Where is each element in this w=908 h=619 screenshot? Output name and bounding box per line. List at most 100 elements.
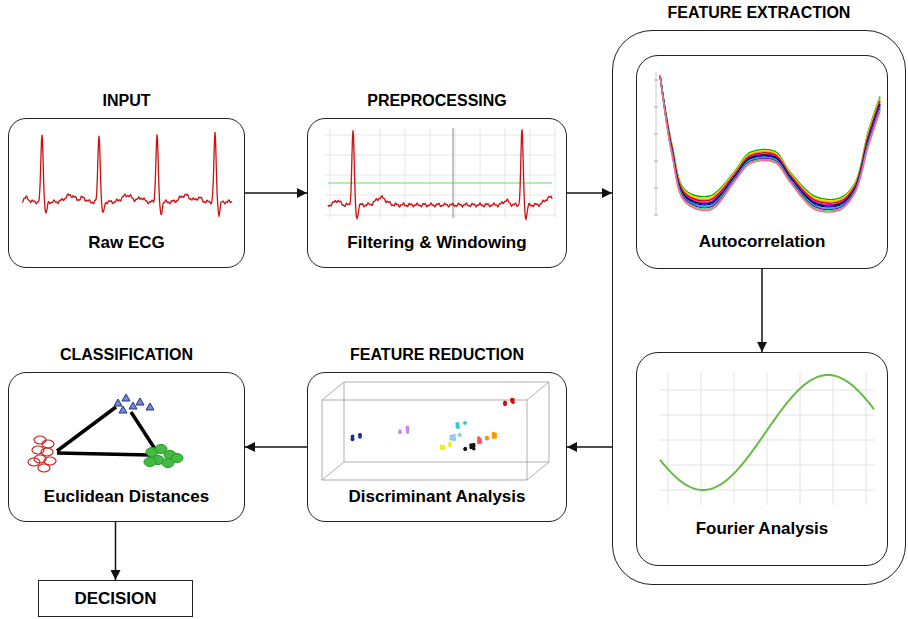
autocorrelation-curve: [660, 75, 880, 200]
cluster-point: [511, 398, 515, 402]
feature-reduction-box: FEATURE REDUCTIONDiscriminant Analysis: [307, 372, 567, 522]
axis-tick: [654, 215, 658, 216]
preprocessing-plot: [325, 128, 555, 219]
classification-box: CLASSIFICATIONEuclidean Distances: [8, 372, 245, 522]
box-label: Autocorrelation: [699, 232, 826, 252]
cluster-point: [448, 444, 452, 448]
cluster-point: [448, 443, 452, 447]
grid-line: [380, 128, 381, 218]
autocorrelation-curve: [660, 75, 880, 205]
cluster-point: [440, 447, 444, 451]
axis-tick: [654, 161, 658, 162]
cluster-point: [351, 437, 355, 441]
grid-line: [325, 215, 555, 216]
cluster-point: [406, 426, 410, 430]
grid-line: [660, 415, 875, 416]
class-point: [171, 454, 183, 463]
axis-line: [656, 72, 657, 215]
cluster-point: [477, 441, 481, 445]
cluster-point: [456, 422, 460, 426]
cluster-point: [503, 403, 507, 407]
cluster-point: [452, 434, 456, 438]
box-label: Discriminant Analysis: [349, 487, 526, 507]
sine-curve: [660, 375, 874, 490]
grid-line: [660, 465, 875, 466]
flow-arrow: [245, 446, 307, 448]
cluster-point: [485, 436, 489, 440]
autocorrelation-curve: [660, 75, 880, 212]
cluster-point: [455, 422, 459, 426]
ecg-trace: [328, 129, 552, 219]
box-frame: [322, 462, 344, 480]
autocorrelation-curve: [660, 75, 880, 208]
autocorrelation-curve: [660, 75, 880, 203]
class-point: [114, 399, 122, 406]
class-point: [136, 398, 144, 405]
box-label: Raw ECG: [88, 233, 165, 253]
box-label: Euclidean Distances: [44, 487, 209, 507]
grid-line: [734, 372, 735, 505]
class-point: [41, 448, 53, 456]
class-point: [34, 436, 46, 444]
grid-line: [555, 128, 556, 218]
cluster-point: [469, 446, 473, 450]
threshold-line: [328, 182, 552, 183]
flow-arrow: [567, 192, 612, 194]
distance-line: [57, 407, 116, 451]
flow-arrow: [245, 192, 307, 194]
grid-line: [866, 372, 867, 505]
cluster-point: [458, 433, 462, 437]
grid-line: [660, 490, 875, 491]
autocorrelation-curve: [660, 75, 880, 201]
stage-heading: INPUT: [103, 92, 151, 110]
grid-line: [505, 128, 506, 218]
cluster-point: [492, 435, 496, 439]
fourier-box: Fourier Analysis: [636, 352, 888, 566]
cluster-point: [485, 436, 489, 440]
grid-line: [325, 135, 555, 136]
autocorrelation-plot: [654, 72, 880, 215]
axis-tick: [654, 134, 658, 135]
axis-tick: [654, 188, 658, 189]
grid-line: [660, 440, 875, 441]
box-label: DECISION: [74, 589, 156, 609]
box-label: Fourier Analysis: [696, 519, 829, 539]
grid-line: [668, 372, 669, 505]
box-frame: [527, 382, 549, 400]
cluster-point: [463, 447, 467, 451]
autocorrelation-curve: [660, 75, 880, 207]
axis-tick: [654, 80, 658, 81]
autocorrelation-curve: [660, 75, 880, 210]
cluster-point: [358, 433, 362, 437]
class-point: [42, 440, 54, 448]
class-point: [144, 458, 156, 467]
distance-line: [57, 453, 150, 455]
stage-heading: FEATURE REDUCTION: [350, 346, 524, 364]
cluster-point: [358, 433, 362, 437]
stage-heading: CLASSIFICATION: [60, 346, 193, 364]
cluster-point: [351, 438, 355, 442]
autocorrelation-curve: [660, 75, 880, 202]
cluster-point: [456, 425, 460, 429]
cluster-point: [351, 436, 355, 440]
grid-line: [701, 372, 702, 505]
grid-line: [660, 390, 875, 391]
axis-tick: [654, 107, 658, 108]
fourier-plot: [660, 372, 875, 505]
cluster-point: [472, 443, 476, 447]
autocorrelation-curve: [660, 75, 880, 211]
feature-extraction-group: FEATURE EXTRACTIONAutocorrelationFourier…: [612, 30, 906, 585]
cluster-point: [398, 431, 402, 435]
class-point: [122, 394, 130, 401]
class-point: [38, 464, 50, 472]
box-frame: [527, 462, 549, 480]
grid-line: [325, 195, 555, 196]
scatter-3d: [322, 382, 549, 480]
grid-line: [800, 372, 801, 505]
flow-arrow: [115, 522, 117, 580]
box-label: Filtering & Windowing: [347, 233, 526, 253]
flow-arrow: [567, 446, 612, 448]
grid-line: [833, 372, 834, 505]
autocorrelation-curve: [660, 75, 880, 206]
